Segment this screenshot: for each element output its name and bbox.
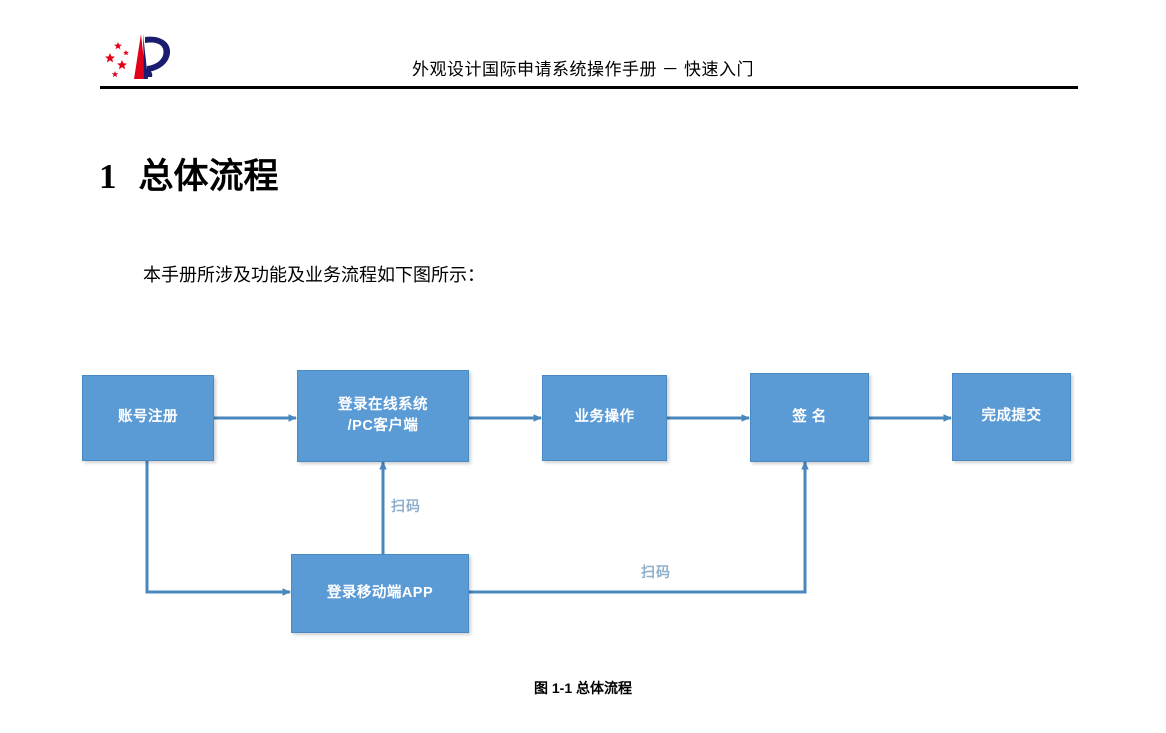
flowchart: 账号注册 登录在线系统 /PC客户端 业务操作 签 名 完成提交 登录移动端AP… — [0, 340, 1166, 660]
flow-node-login-web[interactable]: 登录在线系统 /PC客户端 — [297, 370, 469, 462]
page-header: 外观设计国际申请系统操作手册 － 快速入门 — [0, 0, 1166, 95]
logo-p-stem — [146, 69, 153, 77]
cnipa-logo — [98, 29, 178, 85]
flow-node-register[interactable]: 账号注册 — [82, 375, 214, 461]
flow-node-register-label: 账号注册 — [118, 409, 178, 426]
edge-label-scan-to-sign: 扫码 — [641, 564, 671, 580]
intro-paragraph: 本手册所涉及功能及业务流程如下图所示： — [143, 265, 485, 285]
logo-spire-navy — [143, 34, 148, 79]
flowchart-connectors — [145, 414, 952, 596]
flow-node-sign[interactable]: 签 名 — [750, 373, 869, 462]
flow-node-sign-label: 签 名 — [792, 408, 827, 425]
logo-p-bowl — [145, 36, 171, 72]
flow-node-submit[interactable]: 完成提交 — [952, 373, 1071, 461]
logo-spire-red — [134, 34, 146, 79]
section-number: 1 — [99, 157, 117, 196]
section-title: 总体流程 — [138, 157, 279, 196]
flow-node-login-web-label-line2: /PC客户端 — [347, 418, 419, 434]
connector-login-app-to-sign — [469, 461, 809, 594]
logo-stars — [105, 42, 129, 78]
flow-node-login-app[interactable]: 登录移动端APP — [291, 554, 469, 633]
header-divider — [100, 86, 1078, 89]
flow-node-submit-label: 完成提交 — [981, 408, 1042, 425]
page-title: 1 总体流程 — [99, 148, 279, 199]
flow-node-login-web-label-line1: 登录在线系统 — [338, 396, 428, 413]
flow-node-login-app-label: 登录移动端APP — [326, 584, 434, 601]
flow-node-business[interactable]: 业务操作 — [542, 375, 667, 461]
flow-node-business-label: 业务操作 — [574, 409, 635, 426]
figure-caption: 图 1-1 总体流程 — [533, 680, 632, 696]
edge-label-scan-to-web: 扫码 — [391, 498, 421, 514]
header-title: 外观设计国际申请系统操作手册 － 快速入门 — [412, 60, 754, 79]
connector-register-to-login-app — [145, 461, 291, 596]
